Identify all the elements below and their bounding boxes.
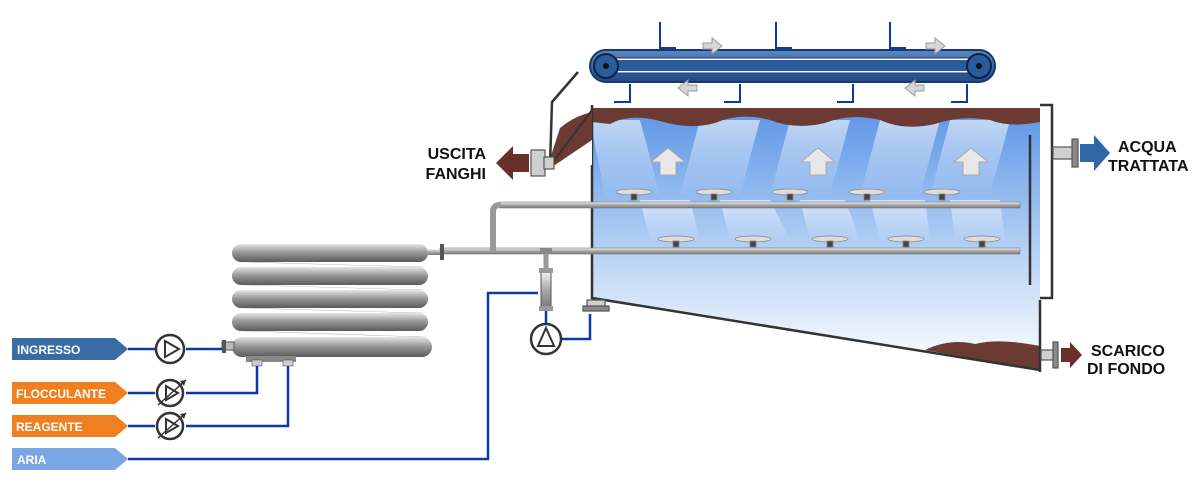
aria-arrow	[12, 448, 128, 470]
reagente-label: REAGENTE	[16, 420, 83, 434]
tank-right-wall	[1040, 103, 1054, 300]
diffusers-row-2	[657, 235, 1001, 248]
skimmer-conveyor	[589, 22, 996, 103]
aria-label: ARIA	[17, 453, 47, 467]
input-reagente: REAGENTE	[12, 415, 128, 437]
tank-wall	[590, 105, 1041, 372]
output-uscita-fanghi: USCITA FANGHI	[426, 146, 529, 183]
ingresso-label: INGRESSO	[17, 343, 80, 357]
ingresso-arrow	[12, 338, 128, 360]
flotation-tank	[548, 71, 1054, 372]
sludge-layer-top	[592, 108, 1040, 127]
dosing-pump-reagente-icon	[155, 411, 187, 441]
output-acqua-trattata: ACQUA TRATTATA	[1080, 135, 1189, 175]
dosing-pump-flocculante-icon	[155, 378, 187, 408]
coil-flocculator	[221, 244, 444, 367]
acqua-trattata-label-line1: ACQUA	[1118, 139, 1177, 156]
input-ingresso: INGRESSO	[12, 338, 128, 360]
acqua-trattata-arrow	[1080, 135, 1110, 171]
recycle-pump-icon	[529, 322, 563, 356]
acqua-trattata-label-line2: TRATTATA	[1108, 158, 1189, 175]
scarico-di-fondo-arrow	[1061, 342, 1082, 368]
upper-air-header	[499, 201, 1021, 209]
air-distribution	[439, 188, 1021, 255]
flocculante-arrow	[12, 382, 128, 404]
reagente-arrow	[12, 415, 128, 437]
output-scarico-di-fondo: SCARICO DI FONDO	[1061, 342, 1165, 378]
uscita-fanghi-arrow	[496, 146, 529, 180]
belt-direction-arrows	[677, 36, 946, 98]
upflow-arrows	[649, 147, 990, 176]
outlet-nozzles	[530, 138, 1079, 369]
scarico-di-fondo-label-line1: SCARICO	[1091, 343, 1165, 360]
saturator	[539, 248, 553, 311]
uscita-fanghi-label-line1: USCITA	[428, 146, 487, 163]
input-flocculante: FLOCCULANTE	[12, 382, 128, 404]
scarico-di-fondo-label-line2: DI FONDO	[1087, 361, 1165, 378]
process-piping	[128, 291, 592, 461]
sludge-layer-bottom	[925, 341, 1040, 370]
flocculante-label: FLOCCULANTE	[16, 387, 106, 401]
input-aria: ARIA	[12, 448, 128, 470]
feed-pump-icon	[154, 333, 186, 365]
uscita-fanghi-label-line2: FANGHI	[426, 166, 486, 183]
diffusers-row-1	[615, 188, 961, 201]
lower-air-header	[439, 247, 1021, 255]
